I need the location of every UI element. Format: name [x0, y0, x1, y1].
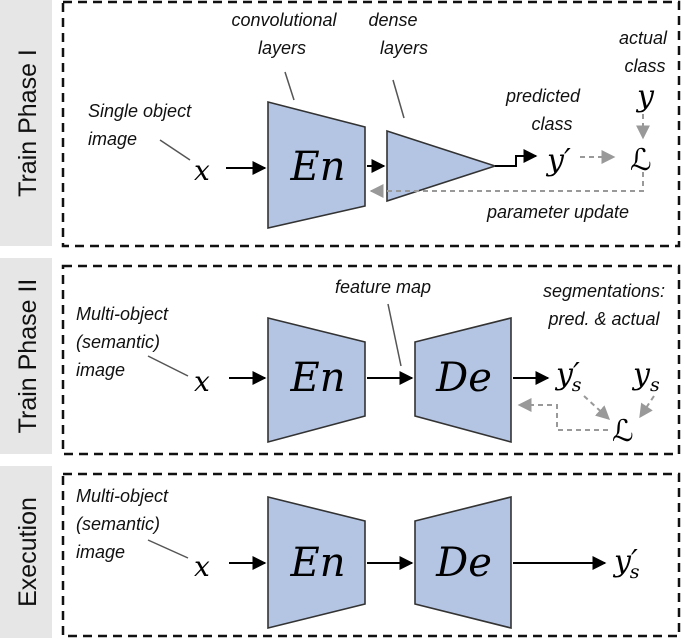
phase1-predicted-y: y′: [545, 143, 571, 178]
execution-input-label-line1: Multi-object: [76, 486, 169, 506]
phase2-actual-y-main: y: [631, 357, 651, 392]
phase1-loss: ℒ: [630, 143, 652, 178]
phase1-actual-y: y: [635, 79, 655, 114]
phase2-feature-leader: [387, 303, 402, 367]
phase2-tab: [0, 258, 52, 454]
execution-tab: [0, 466, 52, 638]
phase2-feature-label: feature map: [335, 277, 431, 297]
phase1-dense-label-line2: layers: [380, 38, 428, 58]
phase2-predicted-y-subscript: s: [572, 374, 582, 396]
phase2-input-label-line2: (semantic): [76, 332, 160, 352]
phase1-input-label-line2: image: [88, 129, 137, 149]
execution-input-label-line2: (semantic): [76, 514, 160, 534]
phase2-decoder-block: [414, 316, 512, 444]
execution-title: Execution: [14, 497, 42, 607]
phase2-seg-label-line1: segmentations:: [543, 281, 665, 301]
phase1-pred-label-line2: class: [531, 114, 572, 134]
phase1-dense-leader: [392, 79, 405, 119]
phase2-arrow-parameter-update: [517, 398, 608, 431]
phase1-panel: [61, 0, 681, 248]
phase1-conv-label-line1: convolutional: [231, 10, 337, 30]
execution-predicted-y: y′s: [612, 544, 640, 583]
execution-encoder-block: [267, 495, 366, 630]
phase1-arrow-dense-to-prediction: [495, 149, 538, 167]
execution-input-label-line3: image: [76, 542, 125, 562]
execution-input-x: x: [194, 550, 210, 583]
phase1-title: Train Phase I: [14, 49, 42, 197]
phase2-encoder-label: En: [290, 355, 346, 401]
phase2-encoder-block: [267, 316, 366, 444]
execution-predicted-y-main: y′: [612, 544, 638, 579]
phase1-conv-label-line2: layers: [258, 38, 306, 58]
phase2-input-label-line1: Multi-object: [76, 304, 169, 324]
execution-predicted-y-subscript: s: [630, 561, 640, 583]
phase1-input-x: x: [194, 154, 210, 187]
phase1-dense-block: [386, 129, 498, 203]
phase2-predicted-y-main: y′: [554, 357, 580, 392]
phase1-dense-label-line1: dense: [368, 10, 417, 30]
phase1-input-leader: [159, 139, 191, 161]
phase1-conv-leader: [284, 71, 295, 101]
phase1-input-label-line1: Single object: [88, 101, 192, 121]
phase2-panel: [61, 264, 681, 456]
phase2-actual-y-subscript: s: [650, 374, 660, 396]
phase1-pred-label-line1: predicted: [505, 86, 581, 106]
phase2-input-leader: [147, 355, 189, 377]
phase2-input-label-line3: image: [76, 360, 125, 380]
phase1-arrow-parameter-update: [369, 172, 644, 198]
phase1-actual-label-line2: class: [624, 56, 665, 76]
phase1-encoder-label: En: [290, 144, 346, 190]
execution-panel: [61, 472, 681, 638]
phase2-decoder-label: De: [435, 355, 492, 401]
phase2-seg-label-line2: pred. & actual: [547, 309, 660, 329]
phase2-predicted-y: y′s: [554, 357, 582, 396]
phase1-encoder-block: [267, 100, 366, 230]
phase1-actual-label-line1: actual: [619, 28, 668, 48]
phase2-title: Train Phase II: [14, 279, 42, 434]
phase2-arrow-actual-to-loss: [639, 395, 655, 419]
phase1-update-label: parameter update: [486, 202, 629, 222]
phase2-input-x: x: [194, 365, 210, 398]
phase2-actual-y: ys: [631, 357, 660, 396]
execution-decoder-block: [414, 495, 512, 630]
phase2-arrow-prediction-to-loss: [583, 395, 611, 420]
phase1-tab: [0, 0, 52, 246]
phase2-loss: ℒ: [612, 414, 634, 449]
execution-encoder-label: En: [290, 540, 346, 586]
execution-input-leader: [147, 539, 189, 559]
execution-decoder-label: De: [435, 540, 492, 586]
